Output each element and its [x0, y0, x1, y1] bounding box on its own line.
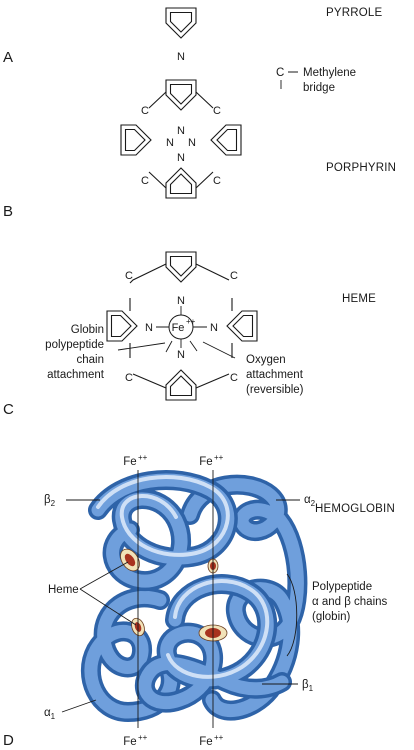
- iron-label-bottom-left: Fe: [123, 736, 136, 748]
- legend-bridge: bridge: [303, 82, 335, 94]
- oxygen-label-line1: Oxygen: [246, 354, 286, 366]
- legend-methylene: Methylene: [303, 67, 356, 79]
- nitrogen-bottom: N: [177, 152, 185, 164]
- globin-label-line2: polypeptide: [45, 339, 104, 351]
- pyrrole-caption: PYRROLE: [326, 7, 382, 19]
- beta2-subscript: 2: [51, 499, 56, 508]
- bridge-carbon-bottom-left: C: [141, 175, 149, 187]
- oxygen-label-line3: (reversible): [246, 384, 304, 396]
- heme-iron-charge: ++: [186, 317, 196, 326]
- bridge-carbon-top-right: C: [213, 105, 221, 117]
- panel-a-pyrrole: N PYRROLE A: [3, 7, 382, 66]
- legend-carbon: C: [276, 67, 284, 79]
- iron-label-top-right: Fe: [199, 456, 212, 468]
- attachment-pointer-lines: [117, 340, 236, 359]
- iron-charge-bottom-right: ++: [214, 733, 224, 742]
- nitrogen-left: N: [166, 137, 174, 149]
- beta1-symbol: β: [302, 679, 309, 691]
- heme-carbon-bottom-left: C: [125, 372, 133, 384]
- methylene-bridge-bonds: [148, 91, 214, 189]
- panel-c-letter: C: [3, 401, 14, 418]
- alpha1-symbol: α: [44, 707, 51, 719]
- globin-label-line3: chain: [77, 354, 105, 366]
- beta2-chain-tube: [88, 470, 238, 592]
- alpha1-pointer: [61, 699, 97, 713]
- chain-label-line1: Polypeptide: [312, 581, 372, 593]
- iron-charge-top-right: ++: [214, 453, 224, 462]
- alpha2-chain-tube: [180, 474, 308, 721]
- heme-disc-upper-left: [120, 548, 140, 572]
- legend-bond-lines: [280, 71, 298, 89]
- heme-bridge-bonds: [129, 263, 233, 389]
- panel-c-heme: C C C C N N N N Fe ++ Globin polypeptide…: [3, 251, 376, 418]
- panel-d-letter: D: [3, 732, 14, 749]
- bridge-carbon-bottom-right: C: [213, 175, 221, 187]
- porphyrin-ring-left: [120, 124, 152, 156]
- heme-iron-symbol: Fe: [172, 322, 185, 334]
- nitrogen-top: N: [177, 125, 185, 137]
- hemoglobin-caption: HEMOGLOBIN: [315, 503, 395, 515]
- heme-nitrogen-left: N: [145, 322, 153, 334]
- chain-label-line2: α and β chains: [312, 596, 388, 608]
- globin-label-line1: Globin: [71, 324, 104, 336]
- heme-nitrogen-right: N: [210, 322, 218, 334]
- porphyrin-ring-right: [210, 124, 242, 156]
- heme-nitrogen-top: N: [177, 295, 185, 307]
- oxygen-label-line2: attachment: [246, 369, 304, 381]
- heme-pointers: [79, 561, 137, 626]
- beta2-symbol: β: [44, 494, 51, 506]
- heme-nitrogen-bottom: N: [177, 349, 185, 361]
- porphyrin-ring-top: [165, 79, 197, 111]
- panel-b-porphyrin: C C C C N N N N C Methylene bridge PORPH…: [3, 67, 396, 220]
- iron-atom-circle: [168, 314, 194, 340]
- iron-label-bottom-right: Fe: [199, 736, 212, 748]
- porphyrin-caption: PORPHYRIN: [326, 162, 396, 174]
- alpha1-label: α1: [44, 707, 56, 721]
- alpha1-subscript: 1: [51, 712, 56, 721]
- iron-charge-bottom-left: ++: [138, 733, 148, 742]
- heme-ring-top: [165, 251, 197, 283]
- chain-label-line3: (globin): [312, 611, 351, 623]
- bridge-carbon-top-left: C: [141, 105, 149, 117]
- beta2-label: β2: [44, 494, 56, 508]
- panel-a-letter: A: [3, 49, 13, 66]
- heme-carbon-bottom-right: C: [230, 372, 238, 384]
- globin-chain-tubes: [81, 470, 308, 722]
- beta1-subscript: 1: [309, 684, 314, 693]
- iron-charge-top-left: ++: [138, 453, 148, 462]
- iron-coordination-bonds: [156, 306, 207, 348]
- iron-axis-lines: [137, 470, 214, 728]
- alpha2-subscript: 2: [311, 499, 316, 508]
- heme-carbon-top-right: C: [230, 270, 238, 282]
- heme-carbon-top-left: C: [125, 270, 133, 282]
- nitrogen-right: N: [188, 137, 196, 149]
- heme-ring-left: [106, 310, 138, 342]
- panel-b-letter: B: [3, 203, 13, 220]
- porphyrin-ring-bottom: [165, 167, 197, 199]
- polypeptide-bracket: [286, 573, 298, 657]
- heme-ring-right: [226, 310, 258, 342]
- heme-ring-bottom: [165, 369, 197, 401]
- heme-caption: HEME: [342, 293, 376, 305]
- heme-label: Heme: [48, 584, 79, 596]
- globin-label-line4: attachment: [47, 369, 105, 381]
- beta1-label: β1: [302, 679, 314, 693]
- pyrrole-nitrogen-label: N: [177, 51, 185, 63]
- iron-label-top-left: Fe: [123, 456, 136, 468]
- alpha2-label: α2: [304, 494, 316, 508]
- alpha1-chain-tube: [81, 587, 181, 722]
- alpha2-symbol: α: [304, 494, 311, 506]
- panel-d-hemoglobin: Fe ++ Fe ++ Fe ++ Fe ++ β2 α2 α1 β1 Heme…: [3, 453, 395, 749]
- pyrrole-ring: [165, 7, 197, 39]
